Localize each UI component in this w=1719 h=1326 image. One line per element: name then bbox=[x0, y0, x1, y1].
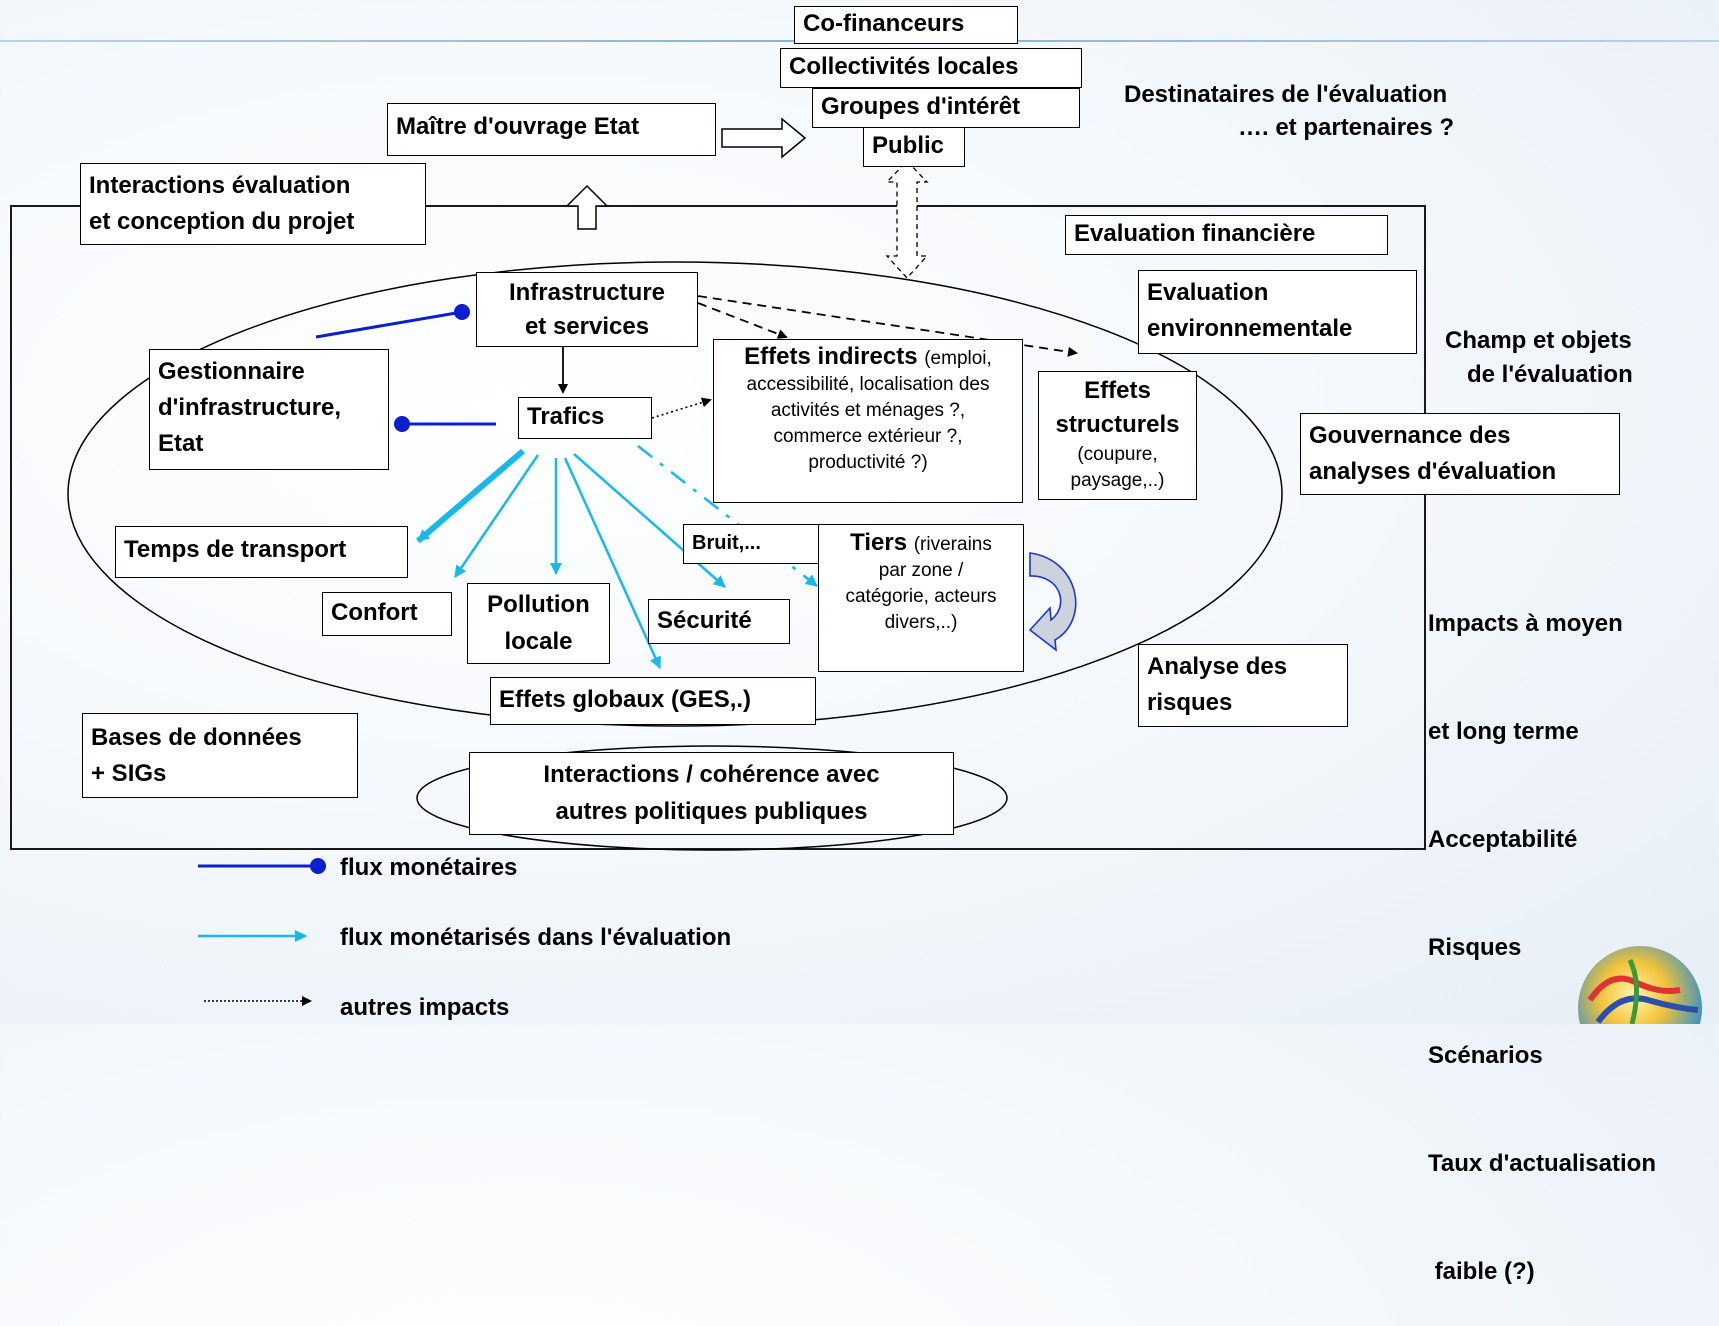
confort-box: Confort bbox=[322, 592, 452, 636]
public-box: Public bbox=[863, 127, 965, 167]
infrastructure-line2: et services bbox=[524, 313, 650, 340]
pollution-line2: locale bbox=[504, 628, 573, 655]
tiers-box: Tiers (riverains par zone / catégorie, a… bbox=[818, 524, 1024, 672]
impacts-item: Impacts à moyen bbox=[1428, 610, 1623, 637]
effets-structurels-line4: paysage,..) bbox=[1070, 470, 1165, 491]
impacts-item: et long terme bbox=[1428, 718, 1579, 745]
champ-label-1: Champ et objets bbox=[1445, 327, 1632, 354]
effets-globaux-box: Effets globaux (GES,.) bbox=[490, 677, 816, 725]
gestionnaire-line1: Gestionnaire bbox=[158, 358, 305, 385]
arrow-securite bbox=[573, 453, 726, 588]
impacts-item: Risques bbox=[1428, 934, 1522, 961]
monetary-dot-infra bbox=[454, 304, 470, 320]
gouvernance-box: Gouvernance des analyses d'évaluation bbox=[1300, 413, 1620, 495]
policies-ellipse bbox=[416, 745, 1008, 851]
cofinanceurs-box: Co-financeurs bbox=[794, 6, 1018, 44]
tiers-line4: divers,..) bbox=[884, 612, 958, 633]
hollow-arrow-up bbox=[565, 184, 609, 230]
arrow-temps bbox=[416, 448, 525, 544]
effets-indirects-title: Effets indirects bbox=[744, 343, 918, 370]
legend-monetary-dot bbox=[310, 858, 326, 874]
effets-indirects-line4: commerce extérieur ?, bbox=[773, 426, 963, 447]
effets-indirects-line2: accessibilité, localisation des bbox=[746, 374, 990, 395]
analyse-risques-box: Analyse des risques bbox=[1138, 644, 1348, 727]
effets-indirects-line5: productivité ?) bbox=[808, 452, 928, 473]
logo-globe-icon bbox=[1578, 946, 1702, 1024]
gestionnaire-box: Gestionnaire d'infrastructure, Etat bbox=[149, 349, 389, 470]
organization-logo bbox=[1570, 930, 1719, 1024]
feedback-curved-arrow bbox=[1028, 552, 1077, 652]
gestionnaire-line2: d'infrastructure, bbox=[158, 394, 342, 421]
impacts-item: Acceptabilité bbox=[1428, 826, 1578, 853]
interactions-box: Interactions évaluation et conception du… bbox=[80, 163, 426, 245]
effets-structurels-line2: structurels bbox=[1055, 411, 1180, 438]
interactions-line2: et conception du projet bbox=[89, 208, 355, 235]
arrow-trafics-indirects bbox=[651, 397, 712, 419]
diagram-canvas bbox=[10, 117, 1426, 1006]
analyse-line2: risques bbox=[1147, 689, 1233, 716]
destinataires-label: Destinataires de l'évaluation bbox=[1124, 81, 1448, 108]
effets-structurels-line3: (coupure, bbox=[1077, 444, 1158, 465]
effets-indirects-line1: (emploi, bbox=[924, 348, 992, 369]
main-frame bbox=[10, 205, 1426, 850]
arrow-effets-globaux bbox=[563, 457, 662, 669]
evaluation-env-line2: environnementale bbox=[1147, 315, 1353, 342]
bases-line2: + SIGs bbox=[91, 760, 167, 787]
champ-label-2: de l'évaluation bbox=[1467, 361, 1633, 388]
pollution-line1: Pollution bbox=[487, 591, 590, 618]
scope-ellipse bbox=[67, 261, 1283, 727]
tiers-line1: (riverains bbox=[913, 534, 992, 555]
maitre-ouvrage-box: Maître d'ouvrage Etat bbox=[387, 103, 716, 156]
bruit-box: Bruit,... bbox=[683, 524, 822, 564]
effets-indirects-line3: activités et ménages ?, bbox=[770, 400, 966, 421]
partenaires-label: …. et partenaires ? bbox=[1238, 114, 1455, 141]
gouvernance-line1: Gouvernance des bbox=[1309, 422, 1511, 449]
gestionnaire-line3: Etat bbox=[158, 430, 204, 457]
bases-donnees-box: Bases de données + SIGs bbox=[82, 713, 358, 798]
arrow-tiers bbox=[637, 445, 818, 587]
evaluation-env-line1: Evaluation bbox=[1147, 279, 1269, 306]
impacts-item: faible (?) bbox=[1428, 1258, 1535, 1285]
tiers-line3: catégorie, acteurs bbox=[845, 586, 997, 607]
tiers-line2: par zone / bbox=[878, 560, 964, 581]
legend-monetaires-label: flux monétaires bbox=[340, 854, 518, 881]
impacts-item: Taux d'actualisation bbox=[1428, 1150, 1656, 1177]
groupes-box: Groupes d'intérêt bbox=[812, 88, 1080, 128]
tiers-title: Tiers bbox=[850, 529, 908, 556]
politiques-box: Interactions / cohérence avec autres pol… bbox=[469, 752, 954, 835]
impacts-item: Scénarios bbox=[1428, 1042, 1543, 1069]
temps-transport-box: Temps de transport bbox=[115, 526, 408, 578]
bases-line1: Bases de données bbox=[91, 724, 302, 751]
evaluation-environnementale-box: Evaluation environnementale bbox=[1138, 270, 1417, 354]
evaluation-financiere-box: Evaluation financière bbox=[1065, 215, 1388, 255]
hollow-arrow-right bbox=[721, 117, 807, 159]
legend-monetarises-label: flux monétarisés dans l'évaluation bbox=[340, 924, 732, 951]
securite-box: Sécurité bbox=[648, 599, 790, 644]
monetary-dot-trafics bbox=[394, 416, 410, 432]
infrastructure-line1: Infrastructure bbox=[508, 279, 666, 306]
effets-indirects-box: Effets indirects (emploi, accessibilité,… bbox=[713, 339, 1023, 503]
interactions-line1: Interactions évaluation bbox=[89, 172, 351, 199]
analyse-line1: Analyse des bbox=[1147, 653, 1288, 680]
politiques-line1: Interactions / cohérence avec bbox=[543, 761, 880, 788]
dashed-double-arrow bbox=[885, 160, 929, 279]
effets-structurels-line1: Effets bbox=[1084, 377, 1151, 404]
arrow-confort bbox=[453, 454, 540, 578]
monetary-line-infra bbox=[315, 310, 463, 339]
gouvernance-line2: analyses d'évaluation bbox=[1309, 458, 1557, 485]
politiques-line2: autres politiques publiques bbox=[555, 798, 868, 825]
effets-structurels-box: Effets structurels (coupure, paysage,..) bbox=[1038, 371, 1197, 500]
trafics-box: Trafics bbox=[518, 397, 652, 439]
collectivites-box: Collectivités locales bbox=[780, 48, 1082, 88]
legend-autres-label: autres impacts bbox=[340, 994, 510, 1021]
pollution-box: Pollution locale bbox=[467, 583, 610, 664]
arrow-infra-indirects bbox=[697, 302, 788, 339]
infrastructure-box: Infrastructure et services bbox=[476, 272, 698, 347]
